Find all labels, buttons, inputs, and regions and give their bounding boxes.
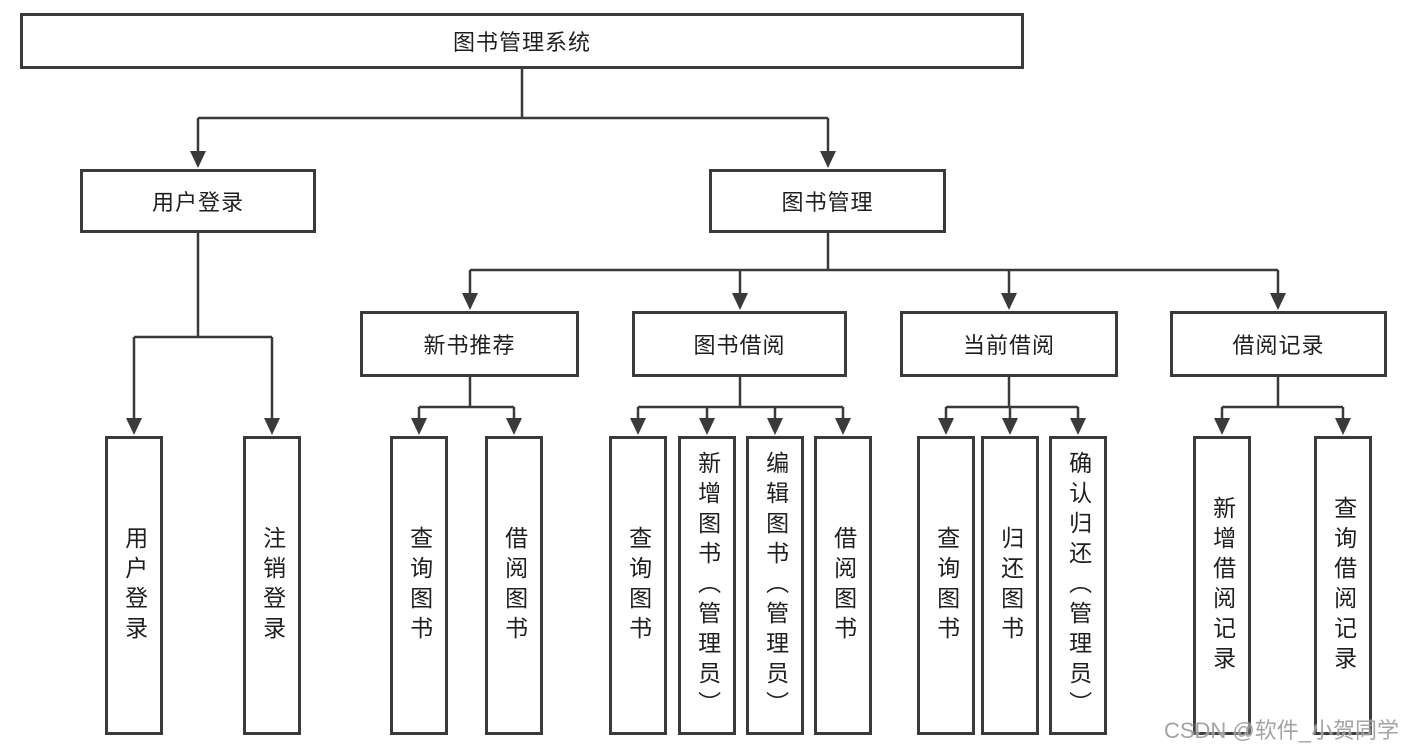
leaf-add-borrow-record: 新增借阅记录 — [1193, 436, 1251, 735]
leaf-confirm-return-admin: 确认归还（管理员） — [1049, 436, 1107, 735]
leaf-query-borrow-record: 查询借阅记录 — [1314, 436, 1372, 735]
node-user-login: 用户登录 — [80, 169, 316, 233]
leaf-query-book-borrow: 查询图书 — [609, 436, 667, 735]
leaf-borrow-book-recommend: 借阅图书 — [485, 436, 543, 735]
csdn-watermark: CSDN @软件_小贺同学 — [1163, 718, 1399, 743]
node-book-borrow: 图书借阅 — [632, 311, 847, 377]
leaf-return-book: 归还图书 — [981, 436, 1039, 735]
leaf-user-login: 用户登录 — [105, 436, 163, 735]
node-new-book-recommend: 新书推荐 — [360, 311, 579, 377]
leaf-add-book-admin: 新增图书（管理员） — [678, 436, 736, 735]
leaf-query-book-current: 查询图书 — [917, 436, 975, 735]
node-borrow-records: 借阅记录 — [1170, 311, 1387, 377]
node-book-management: 图书管理 — [709, 169, 946, 233]
leaf-borrow-book: 借阅图书 — [814, 436, 872, 735]
leaf-query-book-recommend: 查询图书 — [390, 436, 448, 735]
leaf-logout: 注销登录 — [243, 436, 301, 735]
node-current-borrow: 当前借阅 — [900, 311, 1118, 377]
node-root: 图书管理系统 — [20, 13, 1024, 69]
leaf-edit-book-admin: 编辑图书（管理员） — [746, 436, 804, 735]
